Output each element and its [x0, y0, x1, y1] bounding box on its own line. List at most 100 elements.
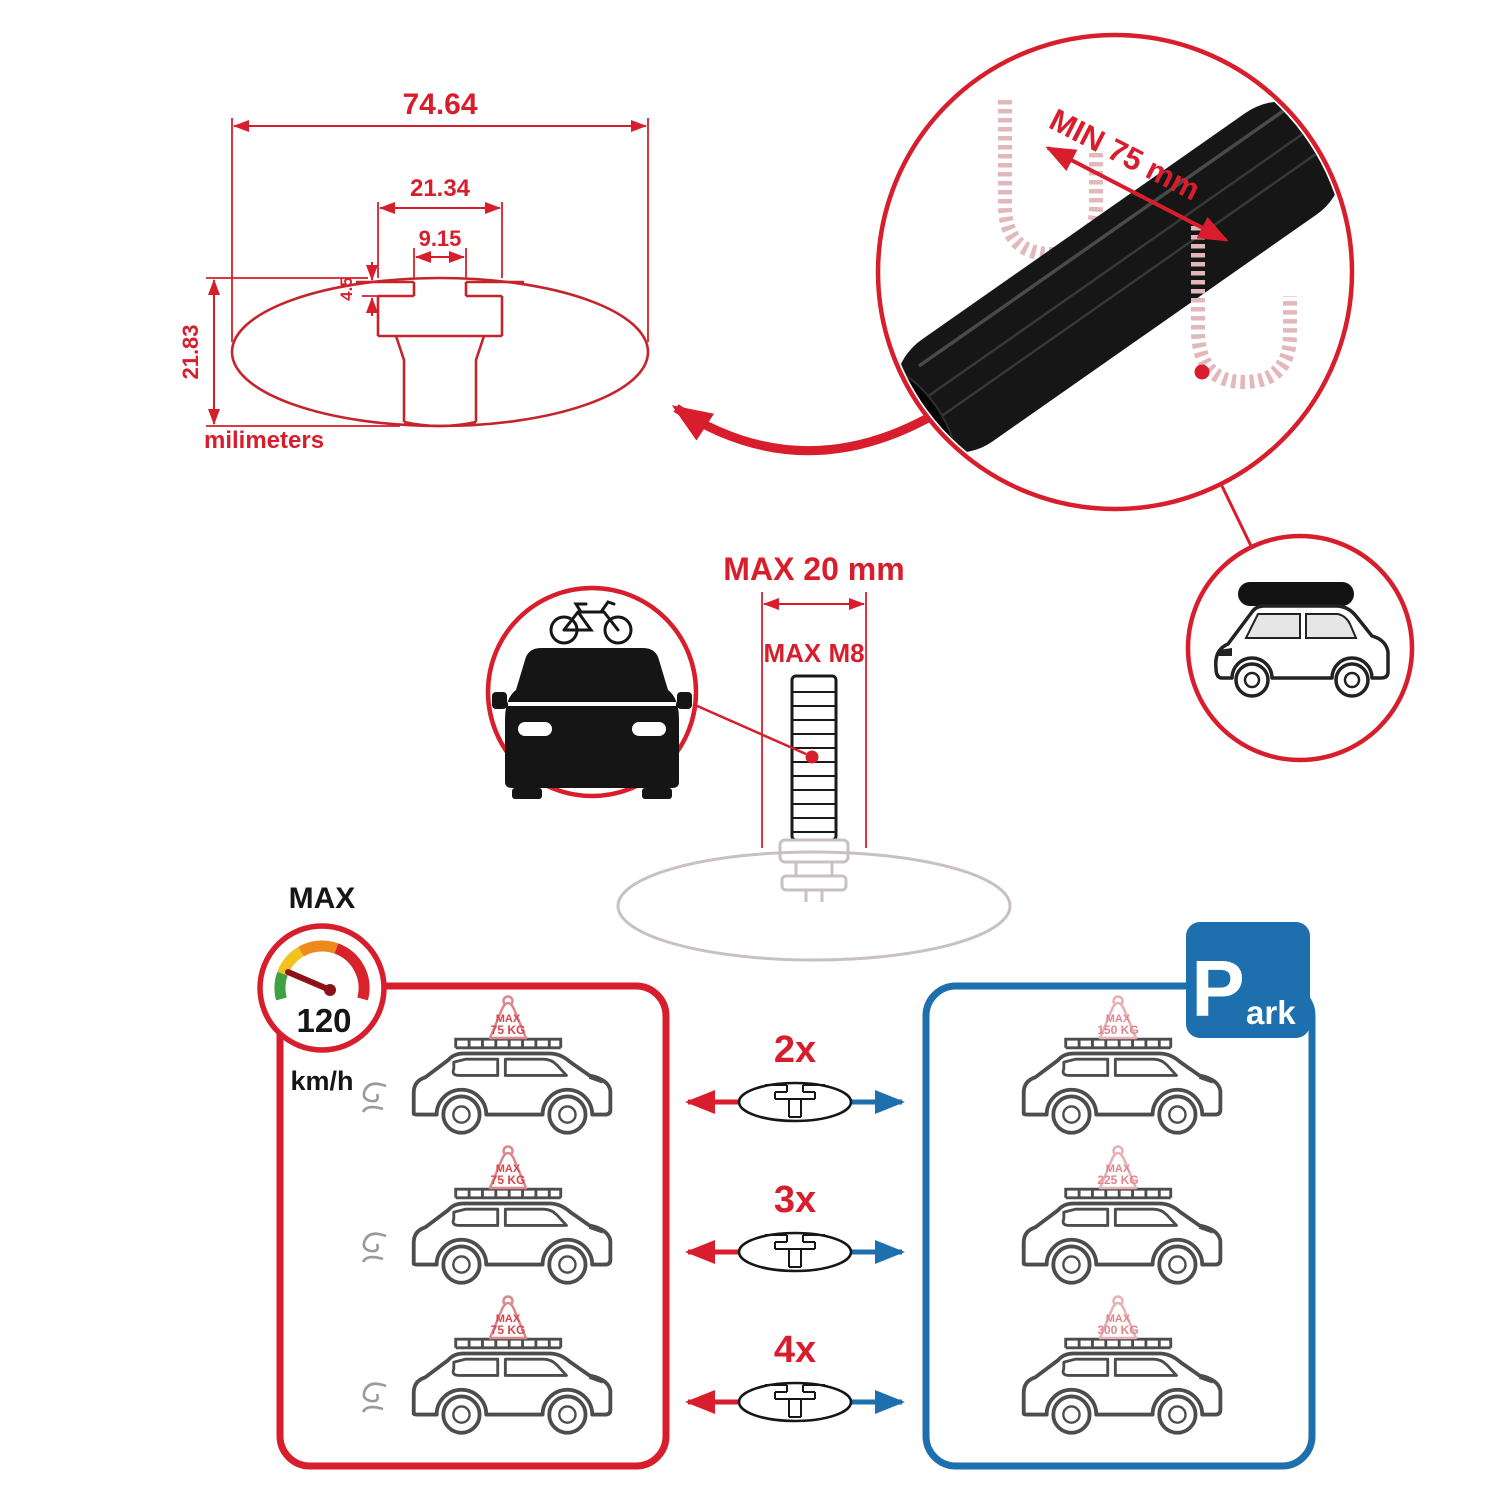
- dim-slot-width-extensions: [413, 248, 467, 278]
- park-sign-rest: ark: [1246, 994, 1296, 1031]
- crossbar-grooves: [923, 125, 1328, 420]
- motion-swirl-icon: [361, 1232, 388, 1264]
- speed-unit: km/h: [290, 1066, 353, 1096]
- quantity-label: 3x: [774, 1179, 816, 1221]
- driving-car: [411, 1037, 613, 1135]
- adapter-stem-lines: [804, 890, 824, 902]
- tag-max-label: MAX: [496, 1013, 521, 1025]
- driving-cars: MAX 75 KG MAX 75 KG MAX 75 KG: [361, 995, 613, 1435]
- dim-channel-width-extensions: [377, 202, 503, 278]
- tag-weight-label: 225 KG: [1097, 1173, 1138, 1187]
- speed-panel: [276, 982, 670, 1470]
- gauge-yellow-segment: [277, 946, 304, 976]
- bolt-callout-line: [694, 703, 807, 756]
- car-wheel-left: [512, 788, 542, 799]
- speed-value: 120: [296, 1002, 351, 1039]
- profile-dimension-diagram: 74.64 21.34 9.15 4.5 21.83 milimeters: [178, 88, 650, 454]
- parked-cars: MAX 150 KG MAX 225 KG MAX 300 KG: [1021, 995, 1223, 1435]
- bolt-length-label: MAX 20 mm: [723, 551, 904, 587]
- quantity-label: 4x: [774, 1329, 816, 1371]
- tag-max-label: MAX: [496, 1163, 521, 1175]
- quantity-label: 2x: [774, 1029, 816, 1071]
- crossbar-profile-icon: [737, 1381, 853, 1423]
- parked-car: [1021, 1337, 1223, 1435]
- dim-channel-width-label: 21.34: [410, 175, 471, 202]
- faded-profile-ellipse: [616, 850, 1012, 962]
- u-bolt-front-icon: [1191, 226, 1297, 390]
- tag-max-label: MAX: [1106, 1163, 1131, 1175]
- suv-front-hub: [1243, 671, 1261, 689]
- dim-lip-depth-label: 4.5: [337, 277, 356, 301]
- car-front-icon: [492, 648, 692, 799]
- min-span-arrow-icon: [1045, 146, 1229, 242]
- crossbar-body: [894, 101, 1344, 453]
- bolt-thread-label: MAX M8: [763, 638, 864, 668]
- bar-quantity-rows: 2x 3x 4x: [685, 1029, 905, 1423]
- gauge-needle: [285, 969, 333, 993]
- crossbar-profile-icon: [737, 1231, 853, 1273]
- motion-swirl-icon: [361, 1382, 388, 1414]
- speed-max-label: MAX: [289, 882, 356, 915]
- car-mirror-right: [677, 692, 692, 709]
- car-front-body: [505, 648, 679, 788]
- gauge-orange-segment: [298, 940, 339, 957]
- suv-front-wheel: [1234, 662, 1270, 698]
- crossbar-detail-circle: MIN 75 mm: [875, 32, 1355, 512]
- tag-max-label: MAX: [496, 1313, 521, 1325]
- parked-car: [1021, 1037, 1223, 1135]
- roofbox-suv-circle: [1185, 533, 1415, 763]
- profile-t-slot-channel: [356, 280, 524, 428]
- car-front-circle: [485, 585, 699, 799]
- roof-box: [1238, 582, 1354, 606]
- driving-car: [411, 1187, 613, 1285]
- dim-slot-width-label: 9.15: [419, 226, 462, 251]
- speedometer-icon: MAX 120 km/h: [257, 882, 387, 1096]
- units-label: milimeters: [204, 427, 324, 454]
- car-wheel-right: [642, 788, 672, 799]
- suv-rear-hub: [1343, 671, 1361, 689]
- dim-total-width-label: 74.64: [402, 88, 477, 121]
- bike-icon: [549, 600, 633, 645]
- dim-height-extensions: [206, 277, 400, 427]
- suv-headlight: [1218, 648, 1232, 656]
- car-mirror-left: [492, 692, 507, 709]
- faded-slot-adapter: [616, 838, 1012, 962]
- crossbar-profile-icon: [737, 1081, 853, 1123]
- motion-swirl-icon: [361, 1082, 388, 1114]
- park-sign: P ark: [1186, 922, 1310, 1038]
- tag-weight-label: 300 KG: [1097, 1323, 1138, 1337]
- detail-circle-border: [875, 32, 1355, 512]
- pointer-arrow-icon: [671, 404, 931, 456]
- dim-height-label: 21.83: [178, 324, 203, 379]
- tag-weight-label: 75 KG: [491, 1323, 526, 1337]
- circle-connector-line: [1220, 485, 1254, 549]
- park-sign-initial: P: [1191, 944, 1244, 1033]
- tag-weight-label: 75 KG: [491, 1023, 526, 1037]
- dim-lip-depth-extensions: [362, 281, 414, 297]
- suv-roofbox-icon: [1214, 582, 1390, 698]
- bolt-callout-dot: [805, 750, 819, 764]
- car-headlight-right: [632, 722, 666, 736]
- gauge-pivot: [324, 984, 336, 996]
- tag-max-label: MAX: [1106, 1013, 1131, 1025]
- profile-ellipse: [230, 276, 650, 428]
- bolt-threads: [792, 691, 836, 833]
- park-panel: [922, 982, 1316, 1470]
- tag-weight-label: 75 KG: [491, 1173, 526, 1187]
- bolt-diagram: MAX 20 mm MAX M8: [616, 551, 1012, 962]
- park-sign-plate: [1186, 922, 1310, 1038]
- clamp-point-dot: [1194, 364, 1210, 380]
- bolt-length-extensions: [761, 592, 867, 848]
- suv-windshield: [1244, 613, 1301, 639]
- suv-rear-window: [1305, 613, 1358, 639]
- dim-total-width-extensions: [231, 118, 649, 342]
- car-headlight-left: [518, 722, 552, 736]
- parked-car: [1021, 1187, 1223, 1285]
- adapter-t-head: [780, 874, 848, 892]
- gauge-green-segment: [274, 971, 288, 1001]
- tag-weight-label: 150 KG: [1097, 1023, 1138, 1037]
- gauge-red-segment: [334, 943, 370, 1001]
- tag-max-label: MAX: [1106, 1313, 1131, 1325]
